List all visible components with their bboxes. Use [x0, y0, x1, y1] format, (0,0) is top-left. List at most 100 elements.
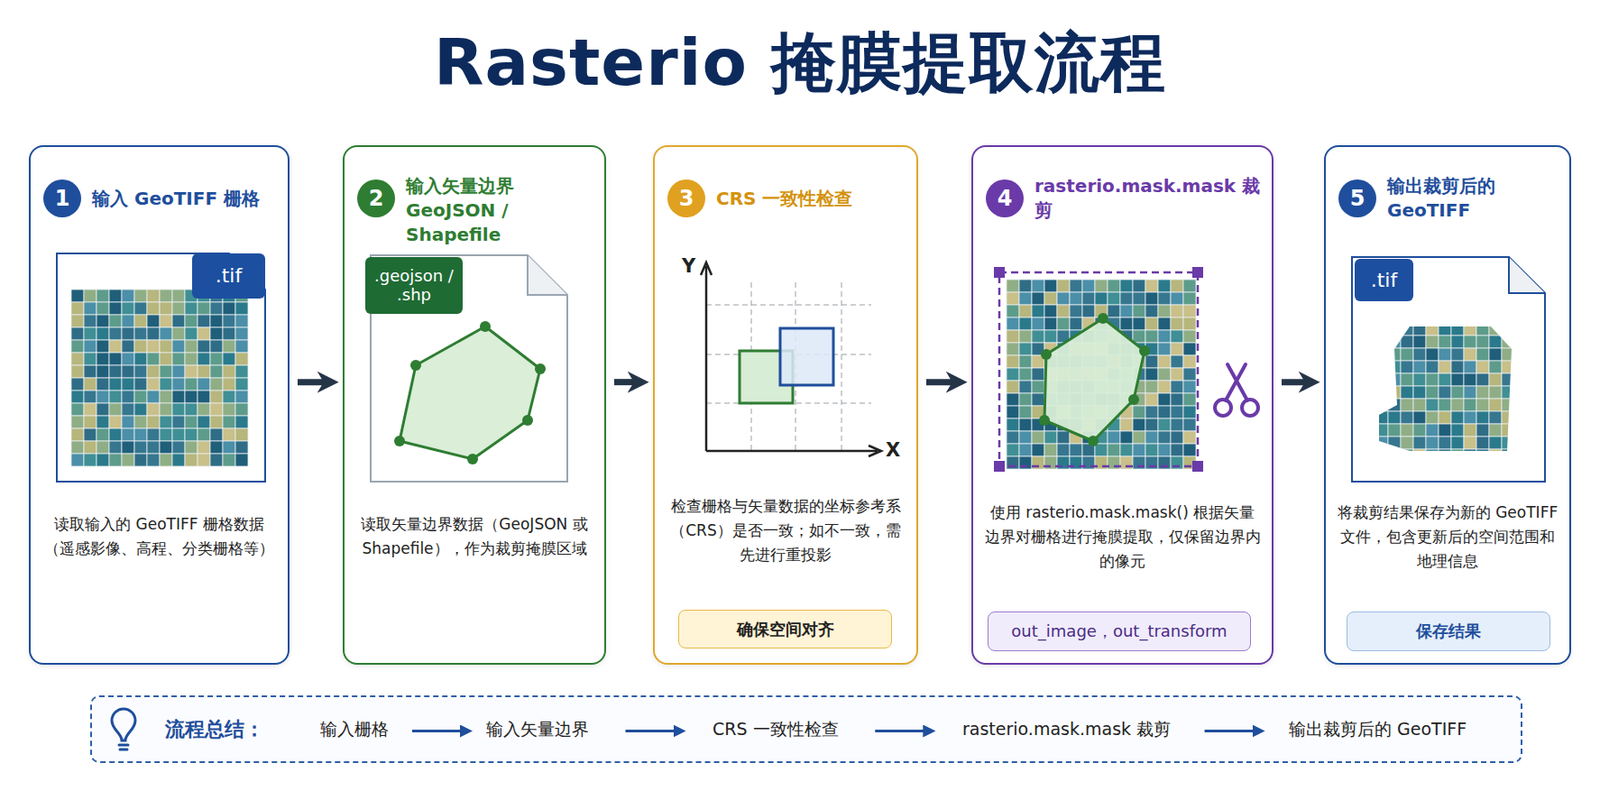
raster-cell [1031, 367, 1045, 381]
raster-cell [1413, 360, 1426, 374]
raster-cell [1044, 304, 1058, 318]
raster-cell [1425, 348, 1439, 361]
raster-cell [1400, 386, 1414, 399]
raster-cell [197, 352, 211, 366]
raster-cell [83, 377, 97, 391]
raster-cell [1145, 393, 1159, 406]
vertex-dot [1039, 414, 1050, 426]
raster-cell [210, 390, 223, 404]
step-heading: 输入矢量边界 GeoJSON / Shapefile [405, 174, 596, 248]
raster-cell [1158, 418, 1171, 432]
raster-cell [71, 428, 84, 442]
raster-cell [1489, 423, 1502, 437]
raster-cell [1006, 355, 1020, 368]
raster-cell [109, 428, 122, 442]
raster-cell [1388, 411, 1401, 424]
raster-cell [1006, 342, 1020, 356]
raster-cell [134, 314, 148, 328]
raster-cell [1375, 386, 1389, 399]
step-number-text: 4 [997, 185, 1013, 212]
raster-cell [197, 415, 211, 429]
raster-cell [1438, 398, 1452, 412]
raster-cell [1476, 360, 1490, 374]
raster-cell [71, 403, 84, 416]
raster-cell [1183, 279, 1196, 293]
summary-step: CRS 一致性检查 [712, 717, 839, 742]
frame-handle [993, 266, 1005, 278]
raster-cell [1375, 322, 1389, 336]
raster-cell [172, 428, 185, 442]
raster-cell [121, 352, 135, 366]
raster-cell [1120, 304, 1133, 318]
boundary-polygon [399, 326, 541, 460]
raster-cell [1183, 405, 1196, 419]
raster-cell [159, 314, 173, 328]
raster-cell [1006, 367, 1020, 381]
raster-cell [159, 390, 173, 404]
raster-cell [1107, 292, 1121, 305]
raster-cell [210, 428, 223, 442]
raster-cell [159, 428, 173, 442]
raster-cell [235, 441, 249, 454]
raster-cell [1400, 348, 1414, 361]
raster-cell [1438, 449, 1452, 462]
raster-cell [96, 327, 110, 341]
raster-cell [1438, 411, 1452, 424]
raster-cell [1501, 423, 1515, 437]
raster-cell [197, 340, 211, 353]
file-tag: .tif [192, 253, 266, 299]
raster-cell [83, 453, 97, 467]
raster-cell [83, 428, 97, 442]
raster-cell [1183, 355, 1196, 368]
vertex-dot [534, 363, 546, 375]
raster-cell [1400, 360, 1414, 374]
raster-cell [1170, 355, 1184, 368]
raster-cell [1463, 398, 1477, 412]
raster-cell [147, 327, 160, 341]
raster-cell [1388, 322, 1401, 336]
raster-cell [1375, 398, 1389, 412]
summary-bar: 流程总结：输入栅格输入矢量边界CRS 一致性检查rasterio.mask.ma… [90, 695, 1523, 764]
raster-cell [1107, 431, 1121, 444]
raster-extent [780, 328, 834, 386]
raster-cell [172, 314, 185, 328]
raster-cell [1031, 292, 1045, 305]
raster-cell [197, 403, 211, 416]
y-axis [700, 262, 712, 451]
raster-cell [1006, 405, 1020, 419]
raster-cell [1388, 436, 1401, 450]
raster-cell [71, 314, 84, 328]
raster-cell [1438, 423, 1452, 437]
raster-cell [121, 340, 135, 353]
raster-file [56, 253, 266, 482]
process-card: rasterio.mask.mask 裁剪使用 rasterio.mask.ma… [971, 145, 1274, 665]
raster-cell [159, 365, 173, 378]
raster-cell [1451, 398, 1464, 412]
raster-cell [1145, 367, 1159, 381]
raster-cell [184, 352, 198, 366]
step-heading: CRS 一致性检查 [716, 174, 908, 223]
result-pill: out_image，out_transform [987, 611, 1251, 652]
vertex-dot [394, 435, 405, 447]
raster-cell [1375, 449, 1389, 462]
raster-cell [172, 415, 185, 429]
raster-cell [121, 441, 135, 454]
raster-cell [109, 441, 122, 454]
raster-cell [222, 453, 236, 467]
vertex-dot [1087, 435, 1099, 447]
raster-cell [1489, 386, 1502, 399]
raster-cell [1145, 292, 1159, 305]
raster-cell [1476, 449, 1490, 462]
raster-cell [121, 377, 135, 391]
raster-cell [83, 415, 97, 429]
vertex-dot [522, 414, 534, 426]
raster-cell [96, 403, 110, 416]
raster-cell [1132, 317, 1146, 331]
raster-cell [1069, 279, 1083, 293]
raster-cell [1006, 330, 1020, 343]
raster-cell [1107, 279, 1121, 293]
raster-cell [109, 289, 122, 303]
raster-cell [1170, 431, 1184, 444]
raster-cell [1057, 317, 1070, 331]
raster-cell [172, 390, 185, 404]
